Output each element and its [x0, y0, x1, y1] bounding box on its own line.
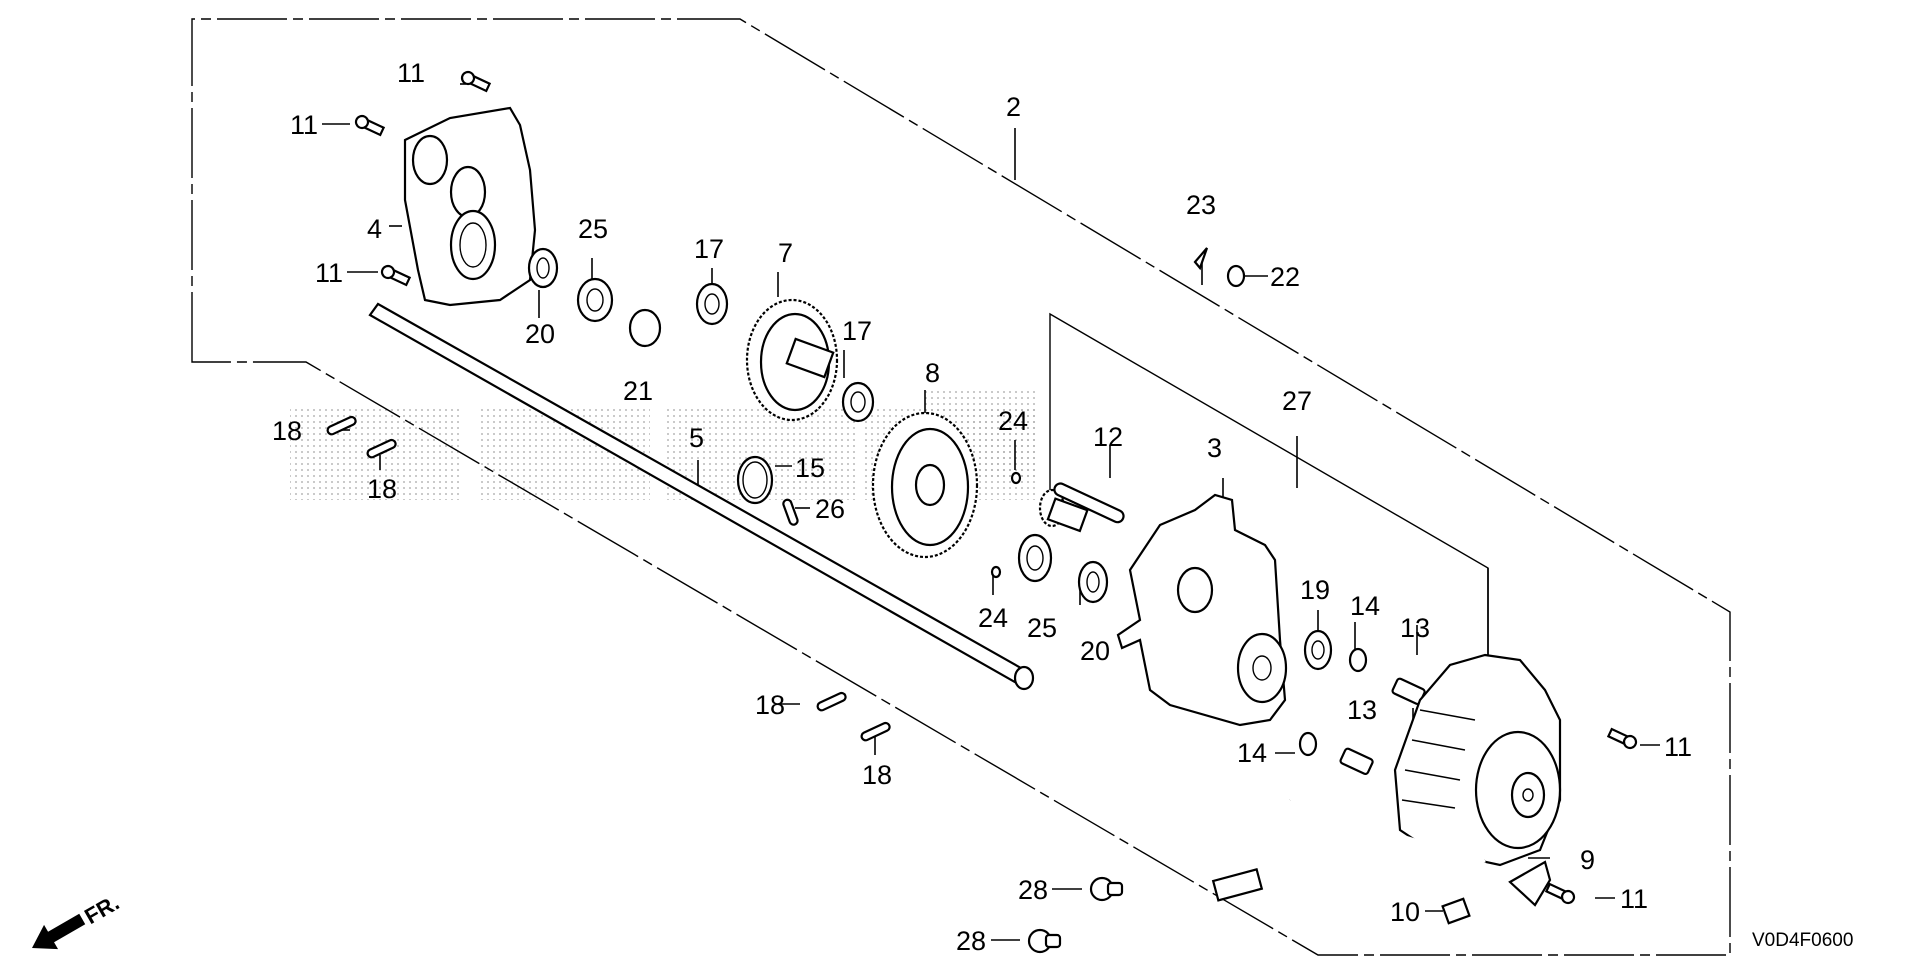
callout-13: 13: [1400, 613, 1430, 643]
pin: [366, 438, 397, 459]
oil-seal: [527, 247, 559, 289]
shaft-12: [1053, 482, 1125, 524]
callout-8: 8: [925, 358, 940, 388]
callout-18: 18: [367, 474, 397, 504]
callout-17: 17: [842, 316, 872, 346]
callout-11: 11: [1664, 732, 1692, 762]
callout-28: 28: [1018, 875, 1048, 905]
clip: [1441, 897, 1471, 925]
gearbox-housing: [1116, 493, 1288, 727]
parts: [326, 70, 1638, 954]
callout-24: 24: [978, 603, 1008, 633]
callout-9: 9: [1580, 845, 1595, 875]
oil-seal: [1077, 560, 1109, 604]
callout-4: 4: [367, 214, 382, 244]
callout-24: 24: [998, 406, 1028, 436]
bearing: [1017, 533, 1053, 583]
cotter-pin: [1193, 247, 1209, 271]
washer: [1226, 264, 1246, 288]
callout-3: 3: [1207, 433, 1222, 463]
assembly-outline-2: [191, 18, 1731, 956]
callout-25: 25: [1027, 613, 1057, 643]
callout-18: 18: [272, 416, 302, 446]
callout-27: 27: [1282, 386, 1312, 416]
pin: [782, 498, 799, 526]
plug: [1339, 747, 1374, 776]
gear-8: [871, 411, 979, 559]
gear-7: [745, 298, 839, 422]
callout-2: 2: [1006, 92, 1021, 122]
diagram-code: V0D4F0600: [1752, 930, 1853, 951]
callout-11: 11: [1620, 884, 1648, 914]
front-label: FR.: [80, 890, 123, 929]
callout-20: 20: [1080, 636, 1110, 666]
nut: [1089, 876, 1124, 902]
callout-labels: 11 11 4 11 20 25 21 17 7 17 8 2 23 22 27…: [272, 58, 1692, 956]
callout-28: 28: [956, 926, 986, 956]
callout-15: 15: [795, 453, 825, 483]
motor: [1393, 653, 1562, 867]
bolt-icon: [1606, 727, 1638, 750]
bolt-icon: [354, 114, 386, 137]
callout-14: 14: [1350, 591, 1380, 621]
bearing: [841, 381, 875, 423]
key: [990, 565, 1002, 579]
pinion: [1038, 488, 1089, 533]
pin: [816, 691, 847, 712]
callout-14: 14: [1237, 738, 1267, 768]
callout-23: 23: [1186, 190, 1216, 220]
shaft: [368, 302, 1035, 691]
callout-19: 19: [1300, 575, 1330, 605]
front-direction-indicator: FR.: [32, 890, 123, 950]
bearing: [576, 277, 614, 323]
callout-5: 5: [689, 423, 704, 453]
callout-7: 7: [778, 238, 793, 268]
callout-18: 18: [862, 760, 892, 790]
callout-11: 11: [397, 58, 425, 88]
callout-10: 10: [1390, 897, 1420, 927]
callout-11: 11: [315, 258, 343, 288]
pin: [326, 415, 357, 436]
callout-25: 25: [578, 214, 608, 244]
washer: [1298, 731, 1318, 757]
nut: [1027, 928, 1062, 954]
bushing: [628, 308, 662, 348]
callout-18: 18: [755, 690, 785, 720]
gearbox-cover: [403, 106, 537, 307]
callout-12: 12: [1093, 422, 1123, 452]
callout-26: 26: [815, 494, 845, 524]
bolt-icon: [380, 264, 412, 287]
bolt-icon: [460, 70, 492, 93]
wire-harness: [1167, 798, 1486, 902]
arrow-left-icon: [32, 913, 86, 950]
ring: [736, 455, 774, 505]
pin: [860, 721, 891, 742]
callout-13: 13: [1347, 695, 1377, 725]
key: [1010, 471, 1022, 485]
callout-11: 11: [290, 110, 318, 140]
oil-seal: [1303, 629, 1333, 671]
callout-17: 17: [694, 234, 724, 264]
washer: [1348, 647, 1368, 673]
callout-21: 21: [623, 376, 653, 406]
bolt-icon: [1544, 882, 1576, 905]
bracket: [1508, 860, 1552, 907]
callout-22: 22: [1270, 262, 1300, 292]
bearing: [695, 282, 729, 326]
callout-20: 20: [525, 319, 555, 349]
